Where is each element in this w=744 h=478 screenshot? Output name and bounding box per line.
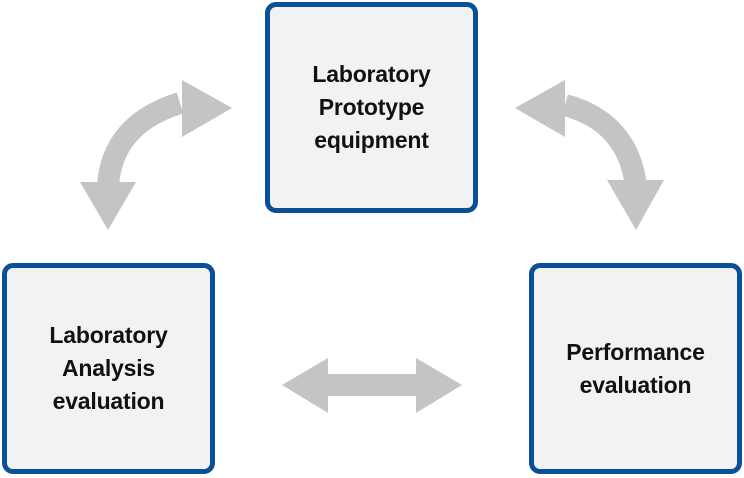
arrow-left-top — [80, 80, 232, 230]
node-label-line: Laboratory — [312, 61, 431, 87]
node-label-line: evaluation — [579, 371, 692, 398]
arrow-left-right — [282, 358, 462, 413]
node-laboratory-analysis-evaluation: Laboratory Analysis evaluation — [2, 263, 215, 474]
node-label: Performance evaluation — [560, 336, 710, 402]
node-label-line: Performance — [566, 338, 705, 365]
node-label: Laboratory Analysis evaluation — [43, 319, 173, 418]
node-performance-evaluation: Performance evaluation — [529, 263, 742, 474]
node-label-line: equipment — [314, 127, 429, 153]
node-label-line: Prototype — [318, 94, 425, 120]
node-label-line: Laboratory — [49, 322, 168, 348]
node-label-line: Analysis — [61, 355, 155, 381]
node-laboratory-prototype-equipment: Laboratory Prototype equipment — [265, 2, 478, 213]
node-label-line: evaluation — [52, 388, 165, 414]
arrow-top-right — [515, 80, 664, 230]
node-label: Laboratory Prototype equipment — [306, 58, 436, 157]
